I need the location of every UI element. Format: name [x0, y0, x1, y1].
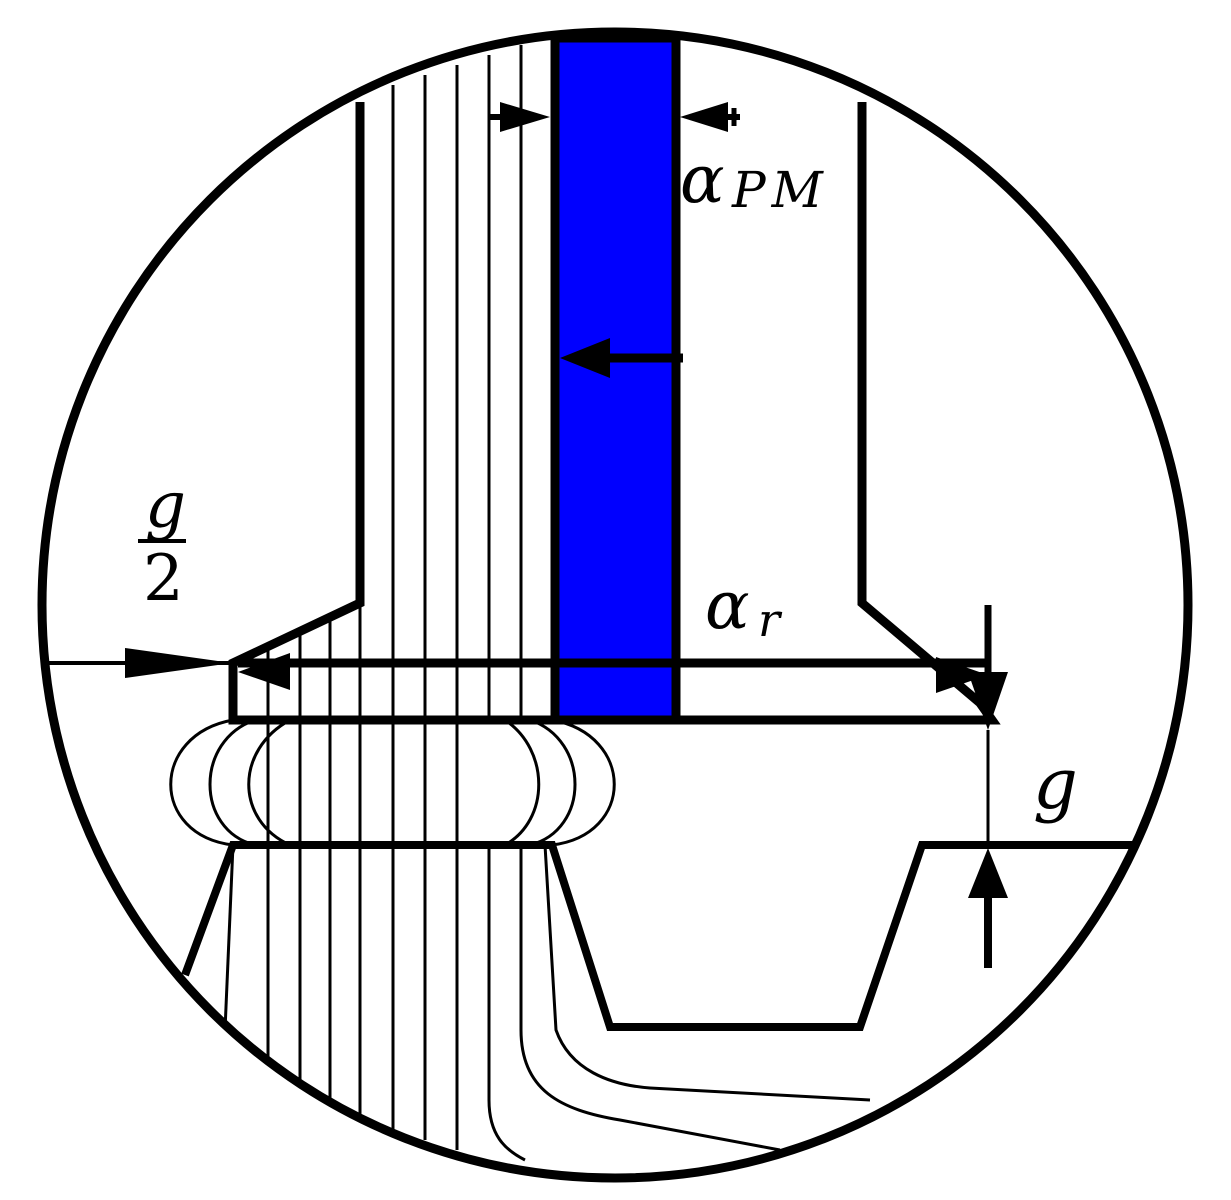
gap-label: g [1033, 743, 1078, 825]
tooth-flux-lines [223, 45, 523, 1150]
alpha-pm-dimension [488, 102, 740, 132]
gap-dimension [968, 730, 1008, 968]
alpha-r-label: α r [705, 567, 783, 647]
alpha-pm-label: α PM [680, 141, 829, 219]
curved-flux-lines [487, 844, 871, 1162]
alpha-r-label-sub: r [758, 593, 783, 647]
half-gap-arrow [48, 648, 232, 678]
stator-tooth-outline [181, 841, 1188, 1031]
alpha-r-dimension [238, 605, 1008, 730]
alpha-pm-label-base: α [680, 141, 725, 218]
detail-circle-boundary [37, 27, 1193, 1183]
half-gap-numerator: g [145, 469, 186, 543]
permanent-magnet [550, 33, 681, 725]
alpha-r-label-base: α [705, 567, 750, 644]
half-gap-label: g 2 [138, 469, 186, 616]
magnetization-arrow [560, 338, 683, 378]
alpha-pm-label-sub: PM [731, 161, 829, 219]
fringing-flux-loops [169, 718, 616, 847]
rotor-pole-outline [228, 102, 1001, 725]
half-gap-denominator: 2 [143, 542, 184, 616]
